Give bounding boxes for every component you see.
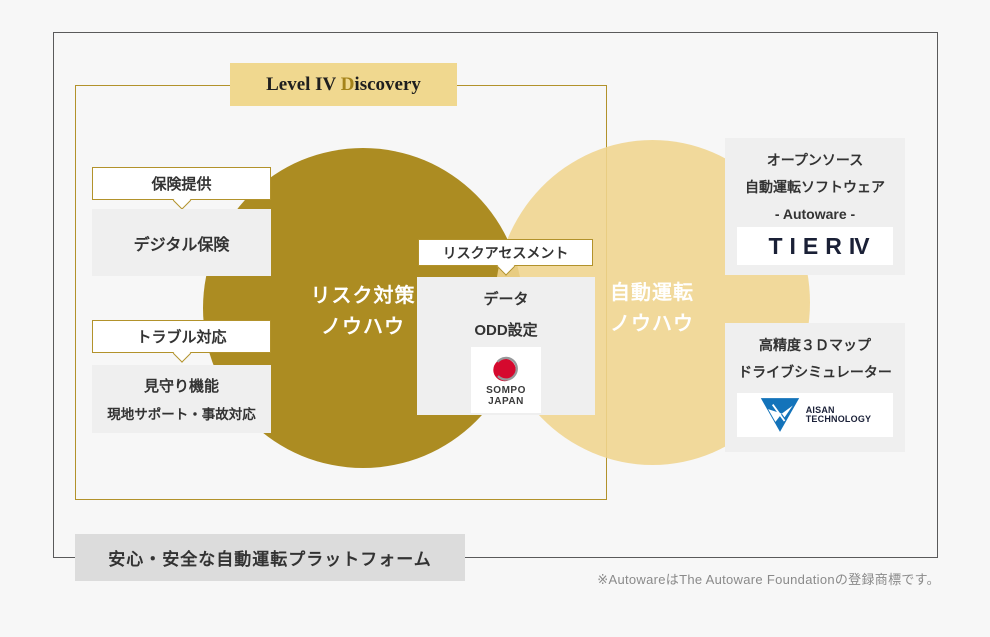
risk-label-line2: ノウハウ: [321, 316, 405, 338]
trademark-footnote: ※AutowareはThe Autoware Foundationの登録商標です…: [597, 572, 940, 587]
title-text-pre: Level IV: [266, 73, 341, 95]
open-source-label: オープンソース: [766, 152, 864, 168]
aisan-logo-line1: AISAN: [805, 404, 835, 415]
monitoring-support-box: 見守り機能 現地サポート・事故対応: [92, 365, 271, 433]
drive-simulator-label: ドライブシミュレーター: [738, 364, 892, 380]
autoware-label: - Autoware -: [774, 206, 856, 222]
autonomous-label-line2: ノウハウ: [610, 313, 694, 335]
digital-insurance-label: デジタル保険: [133, 236, 230, 254]
sompo-logo-line2: JAPAN: [488, 396, 524, 407]
sompo-japan-logo: SOMPO JAPAN: [471, 347, 541, 413]
callout-insurance: 保険提供: [92, 167, 271, 210]
tier4-logo-numeral: IV: [848, 232, 870, 259]
callout-trouble-label: トラブル対応: [136, 329, 227, 346]
data-odd-box: データ ODD設定 SOMPO JAPAN: [417, 277, 595, 415]
title-text-rest: iscovery: [354, 73, 421, 95]
sompo-logo-line1: SOMPO: [486, 385, 526, 396]
map-simulator-panel: 高精度３Ｄマップ ドライブシミュレーター AISAN TECHNOLOGY: [725, 323, 905, 452]
callout-risk-assessment-label: リスクアセスメント: [442, 244, 569, 261]
hd-3d-map-label: 高精度３Ｄマップ: [759, 337, 871, 353]
aisan-logo-line2: TECHNOLOGY: [805, 414, 872, 424]
callout-risk-assessment: リスクアセスメント: [418, 239, 593, 276]
autonomous-knowhow-label: 自動運転 ノウハウ: [610, 278, 694, 340]
data-label: データ: [483, 291, 529, 308]
odd-setting-label: ODD設定: [474, 322, 538, 339]
monitoring-label: 見守り機能: [143, 378, 219, 395]
aisan-technology-logo: AISAN TECHNOLOGY: [737, 393, 893, 437]
digital-insurance-box: デジタル保険: [92, 209, 271, 276]
platform-banner: 安心・安全な自動運転プラットフォーム: [75, 534, 465, 581]
outer-frame: [53, 32, 938, 558]
callout-insurance-label: 保険提供: [151, 176, 212, 193]
platform-banner-label: 安心・安全な自動運転プラットフォーム: [108, 550, 432, 569]
aisan-mark-icon: [760, 397, 799, 432]
title-text-accent: D: [340, 73, 355, 95]
risk-label-line1: リスク対策: [310, 285, 416, 307]
autonomous-label-line1: 自動運転: [610, 282, 694, 304]
sompo-mark-icon: [493, 356, 518, 382]
local-support-label: 現地サポート・事故対応: [107, 407, 256, 422]
risk-knowhow-label: リスク対策 ノウハウ: [203, 281, 523, 343]
tier4-logo-text: TIER: [768, 232, 849, 259]
callout-trouble: トラブル対応: [92, 320, 271, 363]
ad-software-label: 自動運転ソフトウェア: [745, 179, 885, 195]
